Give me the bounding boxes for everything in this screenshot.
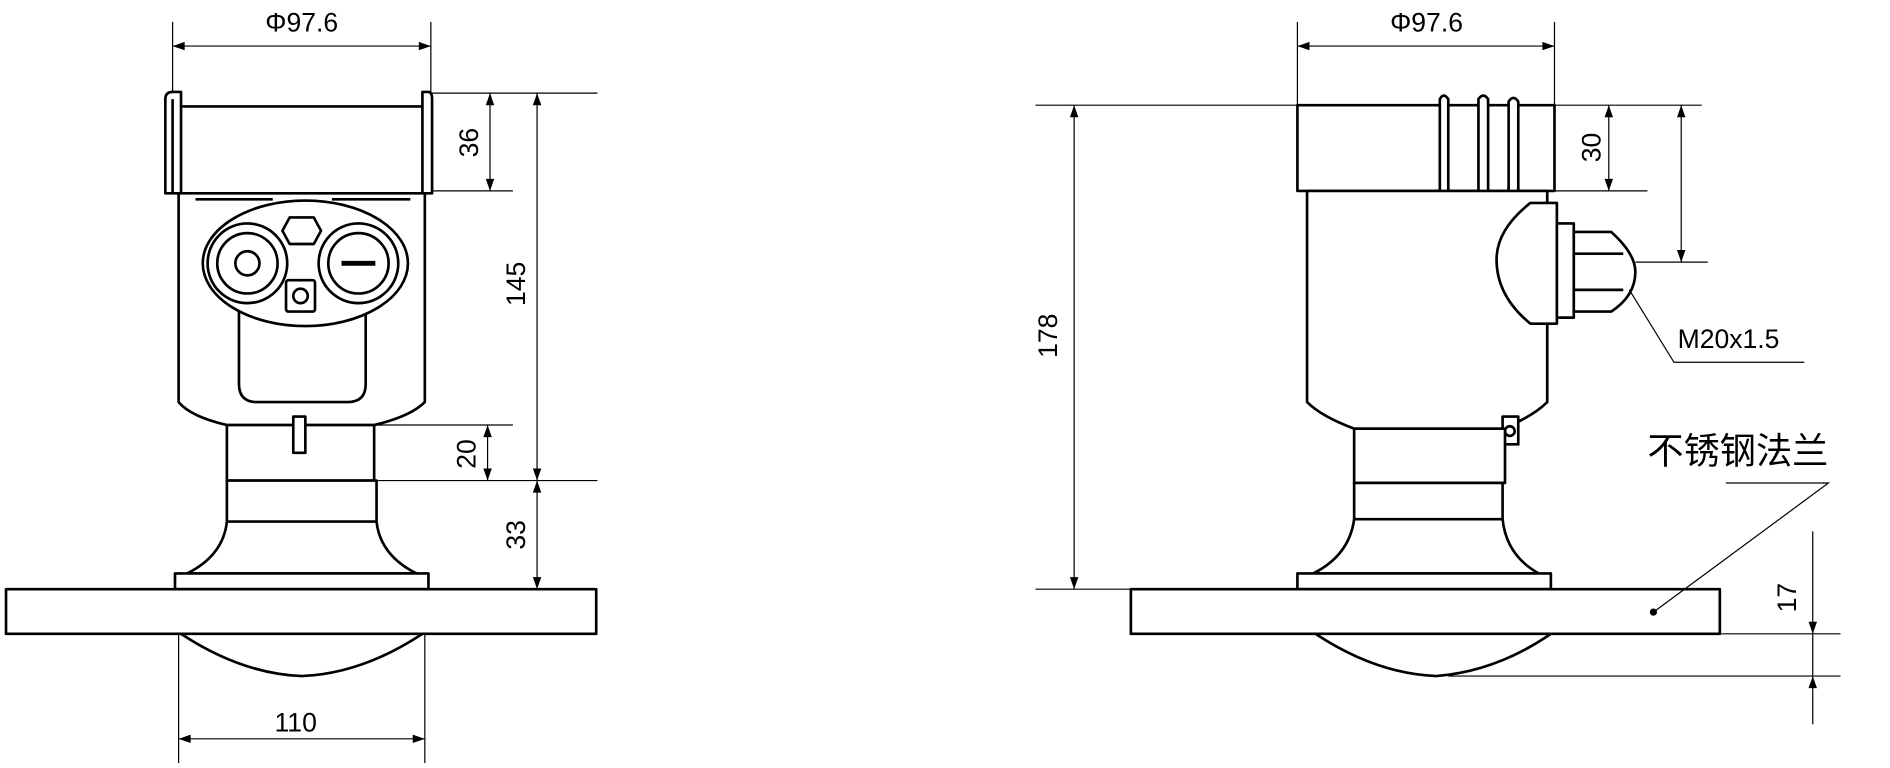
thread-label: M20x1.5 <box>1678 324 1780 354</box>
flange-dim: 17 <box>1772 583 1802 613</box>
cable-gland <box>1572 230 1637 313</box>
flange <box>4 587 598 636</box>
total-dim: 145 <box>501 262 531 306</box>
cap-dim: 36 <box>454 128 484 158</box>
front-view: Φ97.6 110 36 145 20 33 <box>4 8 598 763</box>
side-view: Φ97.6 178 30 M20x1.5 不锈钢法兰 17 <box>1033 8 1841 725</box>
flange <box>1129 587 1722 636</box>
diameter-label: Φ97.6 <box>265 8 338 38</box>
flange-material-label: 不锈钢法兰 <box>1647 430 1828 473</box>
total-dim: 178 <box>1033 314 1063 358</box>
neck-dim: 20 <box>452 439 482 469</box>
horn-dim: 33 <box>501 520 531 550</box>
diameter-label: Φ97.6 <box>1390 8 1463 38</box>
cap-dim: 30 <box>1576 133 1606 163</box>
housing-cap <box>164 90 434 195</box>
antenna-dim: 110 <box>275 708 317 738</box>
